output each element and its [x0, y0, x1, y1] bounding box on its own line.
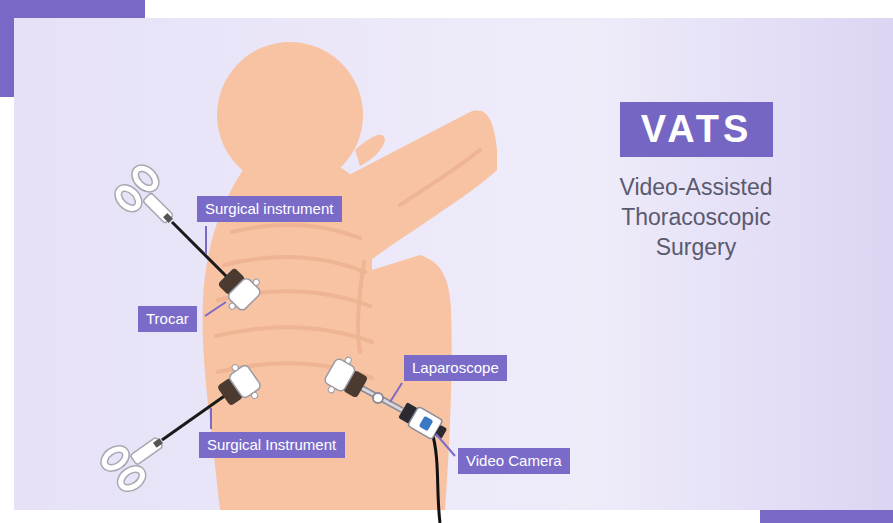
label-text: VATS [620, 102, 773, 157]
corner-bar [0, 0, 14, 97]
label-text: Video Camera [466, 452, 562, 470]
title-box: VATS [620, 102, 773, 157]
trocar [320, 352, 372, 405]
label-text: Surgical Instrument [207, 436, 337, 454]
video-camera [397, 400, 450, 523]
leader-lines [205, 226, 455, 456]
part-label-box: Surgical instrument [197, 196, 342, 222]
background-panel [14, 18, 893, 510]
subtitle-text: Video-Assisted Thoracoscopic Surgery [596, 172, 796, 262]
patient-body [203, 42, 497, 510]
rib-lines [216, 150, 480, 378]
label-text: Surgical instrument [205, 200, 334, 218]
label-text: Trocar [146, 310, 189, 328]
surgical-instrument [113, 164, 240, 290]
part-label-box: Trocar [138, 306, 197, 332]
label-text: Laparoscope [412, 359, 499, 377]
trocar [212, 262, 266, 316]
trocar [212, 359, 265, 413]
part-label-box: Laparoscope [404, 355, 507, 381]
part-label-box: Video Camera [458, 448, 570, 474]
part-label-box: Surgical Instrument [199, 432, 345, 458]
laparoscope [358, 386, 402, 410]
corner-bar [760, 510, 893, 523]
corner-bar [0, 0, 145, 18]
